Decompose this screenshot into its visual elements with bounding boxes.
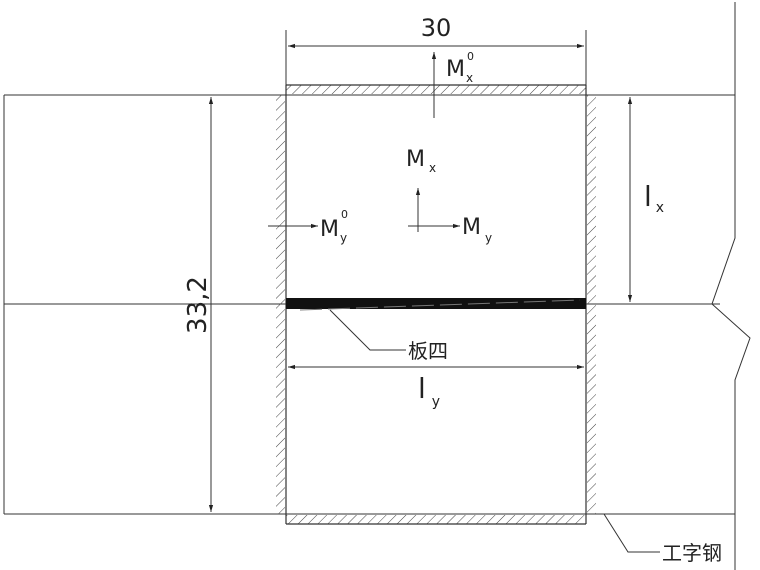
break-line bbox=[711, 2, 751, 570]
width-dimension-label: 30 bbox=[421, 14, 452, 42]
height-dimension-label: 33,2 bbox=[183, 276, 213, 334]
left-support-hatch bbox=[276, 95, 285, 514]
beam-leader-line bbox=[603, 513, 660, 553]
support-hatching bbox=[276, 85, 596, 524]
plate-section-bar bbox=[286, 298, 586, 309]
plate-section-dashline bbox=[299, 299, 581, 311]
right-support-hatch bbox=[587, 95, 596, 514]
beam-callout-label: 工字钢 bbox=[662, 541, 722, 565]
height-dimension bbox=[202, 94, 232, 515]
width-dimension bbox=[285, 30, 587, 85]
lx-dimension bbox=[600, 94, 640, 305]
plate-callout-label: 板四 bbox=[408, 339, 448, 363]
top-support-hatch bbox=[286, 85, 586, 94]
plate-leader-line bbox=[329, 309, 406, 351]
bottom-support-hatch bbox=[286, 515, 586, 524]
